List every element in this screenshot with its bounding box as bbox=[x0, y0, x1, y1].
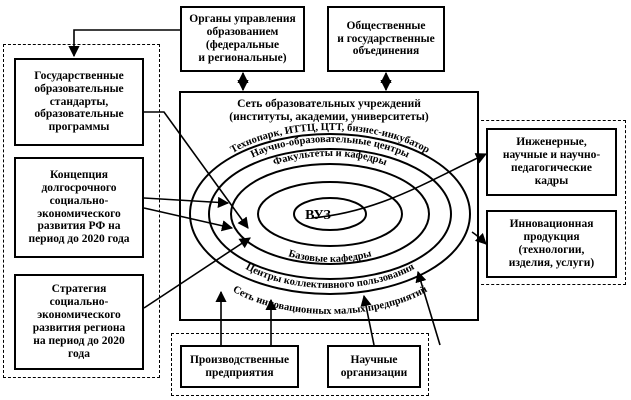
arrow-research-2 bbox=[415, 270, 441, 346]
public-associations-box: Общественные и государственные объединен… bbox=[327, 6, 445, 72]
arrow-concept-2 bbox=[143, 207, 234, 232]
arrow-to-personnel bbox=[311, 153, 488, 219]
concept-box: Концепция долгосрочного социально- эконо… bbox=[14, 157, 144, 258]
standards-box: Государственные образовательные стандарт… bbox=[14, 58, 144, 146]
arrow-research-1 bbox=[360, 294, 375, 346]
ring-label-base-departments: Базовые кафедры bbox=[287, 248, 373, 265]
vuz-label: ВУЗ bbox=[305, 208, 331, 223]
personnel-box: Инженерные, научные и научно- педагогиче… bbox=[486, 128, 617, 196]
arrow-concept-1 bbox=[143, 196, 230, 208]
enterprises-box: Производственные предприятия bbox=[180, 345, 299, 388]
arrow-authorities-to-standards bbox=[68, 29, 180, 58]
ring-inner bbox=[293, 197, 367, 231]
strategy-box: Стратегия социально- экономического разв… bbox=[14, 274, 144, 370]
network-title-line1: Сеть образовательных учреждений bbox=[237, 98, 421, 110]
ring-4 bbox=[257, 181, 403, 247]
ring-outer bbox=[189, 133, 471, 295]
arrow-standards bbox=[144, 111, 249, 229]
ring-2 bbox=[208, 148, 452, 280]
network-title-line2: (институты, академии, университеты) bbox=[229, 111, 429, 123]
research-organizations-box: Научные организации bbox=[327, 345, 421, 388]
authorities-box: Органы управления образованием (федераль… bbox=[180, 6, 305, 72]
innovation-box: Инновационная продукция (технологии, изд… bbox=[486, 210, 617, 278]
arrow-to-innovation bbox=[471, 231, 487, 245]
bottom-group-frame bbox=[171, 333, 429, 396]
ring-3 bbox=[230, 163, 430, 265]
arrow-strategy bbox=[143, 237, 251, 309]
svg-text:Базовые кафедры: Базовые кафедры bbox=[287, 248, 373, 265]
